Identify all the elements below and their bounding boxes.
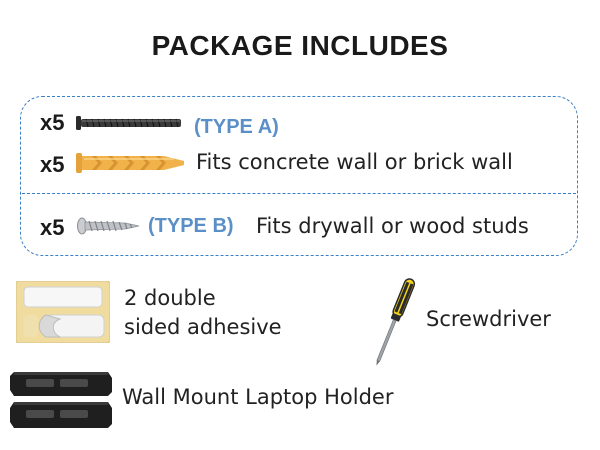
type-a-description: Fits concrete wall or brick wall	[196, 150, 513, 174]
type-b-label: (TYPE B)	[148, 215, 234, 237]
qty-machine-screw: x5	[40, 110, 65, 135]
laptop-holder-label: Wall Mount Laptop Holder	[122, 385, 394, 409]
hardware-box	[20, 96, 578, 256]
adhesive-label-line1: 2 double	[124, 286, 216, 310]
screwdriver-label: Screwdriver	[426, 307, 551, 331]
adhesive-pad-icon	[16, 281, 110, 343]
laptop-holder-icon	[10, 372, 112, 428]
type-b-description: Fits drywall or wood studs	[256, 214, 529, 238]
hardware-divider	[22, 193, 576, 194]
wall-anchor-icon	[76, 153, 184, 173]
page-title: PACKAGE INCLUDES	[151, 30, 449, 61]
qty-wall-anchor: x5	[40, 152, 65, 177]
adhesive-label-line2: sided adhesive	[124, 315, 282, 339]
screwdriver-icon	[376, 278, 416, 366]
type-a-label: (TYPE A)	[194, 116, 279, 138]
wood-screw-icon	[77, 217, 140, 235]
machine-screw-icon	[76, 116, 181, 130]
qty-wood-screw: x5	[40, 215, 65, 240]
